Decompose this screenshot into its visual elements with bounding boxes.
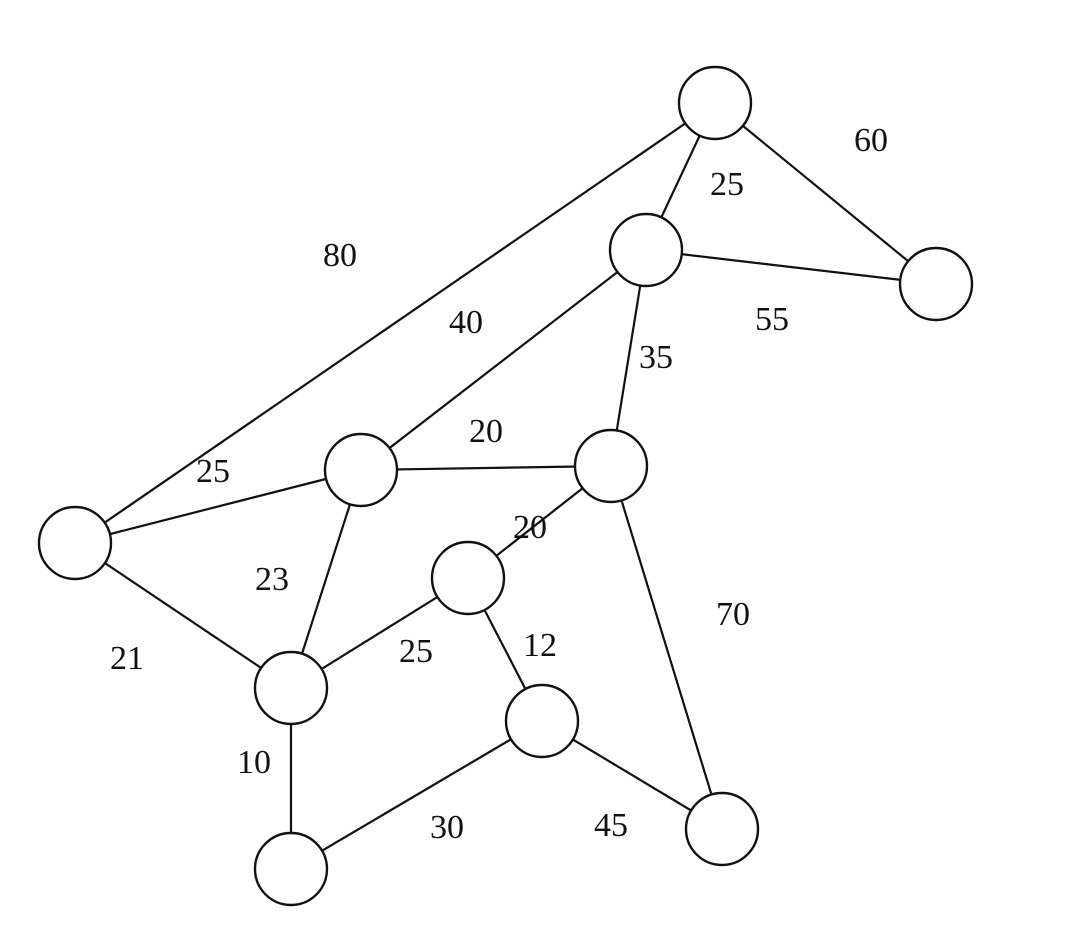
edge-weight-label: 35: [639, 339, 673, 376]
graph-edge: [360, 249, 647, 471]
edge-weight-label: 45: [594, 807, 628, 844]
edge-weight-label: 55: [755, 301, 789, 338]
graph-edge: [360, 464, 612, 472]
graph-edge: [290, 720, 543, 870]
edge-weight-label: 70: [716, 596, 750, 633]
edge-weight-label: 25: [399, 633, 433, 670]
edge-weight-label: 25: [710, 166, 744, 203]
edge-weight-label: 23: [255, 561, 289, 598]
graph-edge: [74, 468, 362, 545]
graph-edge: [74, 542, 292, 689]
graph-node: [253, 831, 329, 907]
graph-node: [430, 540, 506, 616]
edge-weight-label: 25: [196, 453, 230, 490]
edge-weight-label: 20: [469, 413, 503, 450]
graph-node: [253, 650, 329, 726]
edge-weight-label: 40: [449, 304, 483, 341]
edge-weight-label: 30: [430, 809, 464, 846]
graph-edge: [609, 465, 724, 830]
edge-weight-label: 20: [513, 509, 547, 546]
graph-edge: [714, 102, 937, 285]
edge-weight-label: 60: [854, 122, 888, 159]
graph-node: [684, 791, 760, 867]
graph-edge: [645, 248, 937, 286]
graph-node: [573, 428, 649, 504]
edge-weight-label: 80: [323, 237, 357, 274]
graph-edge: [289, 469, 363, 689]
graph-node: [504, 683, 580, 759]
graph-node: [37, 505, 113, 581]
graph-edge: [74, 102, 716, 544]
edge-weight-label: 12: [523, 627, 557, 664]
edge-weight-label: 10: [237, 744, 271, 781]
graph-node: [677, 65, 753, 141]
graph-node: [323, 432, 399, 508]
graph-node: [608, 212, 684, 288]
graph-node: [898, 246, 974, 322]
edge-weight-label: 21: [110, 640, 144, 677]
